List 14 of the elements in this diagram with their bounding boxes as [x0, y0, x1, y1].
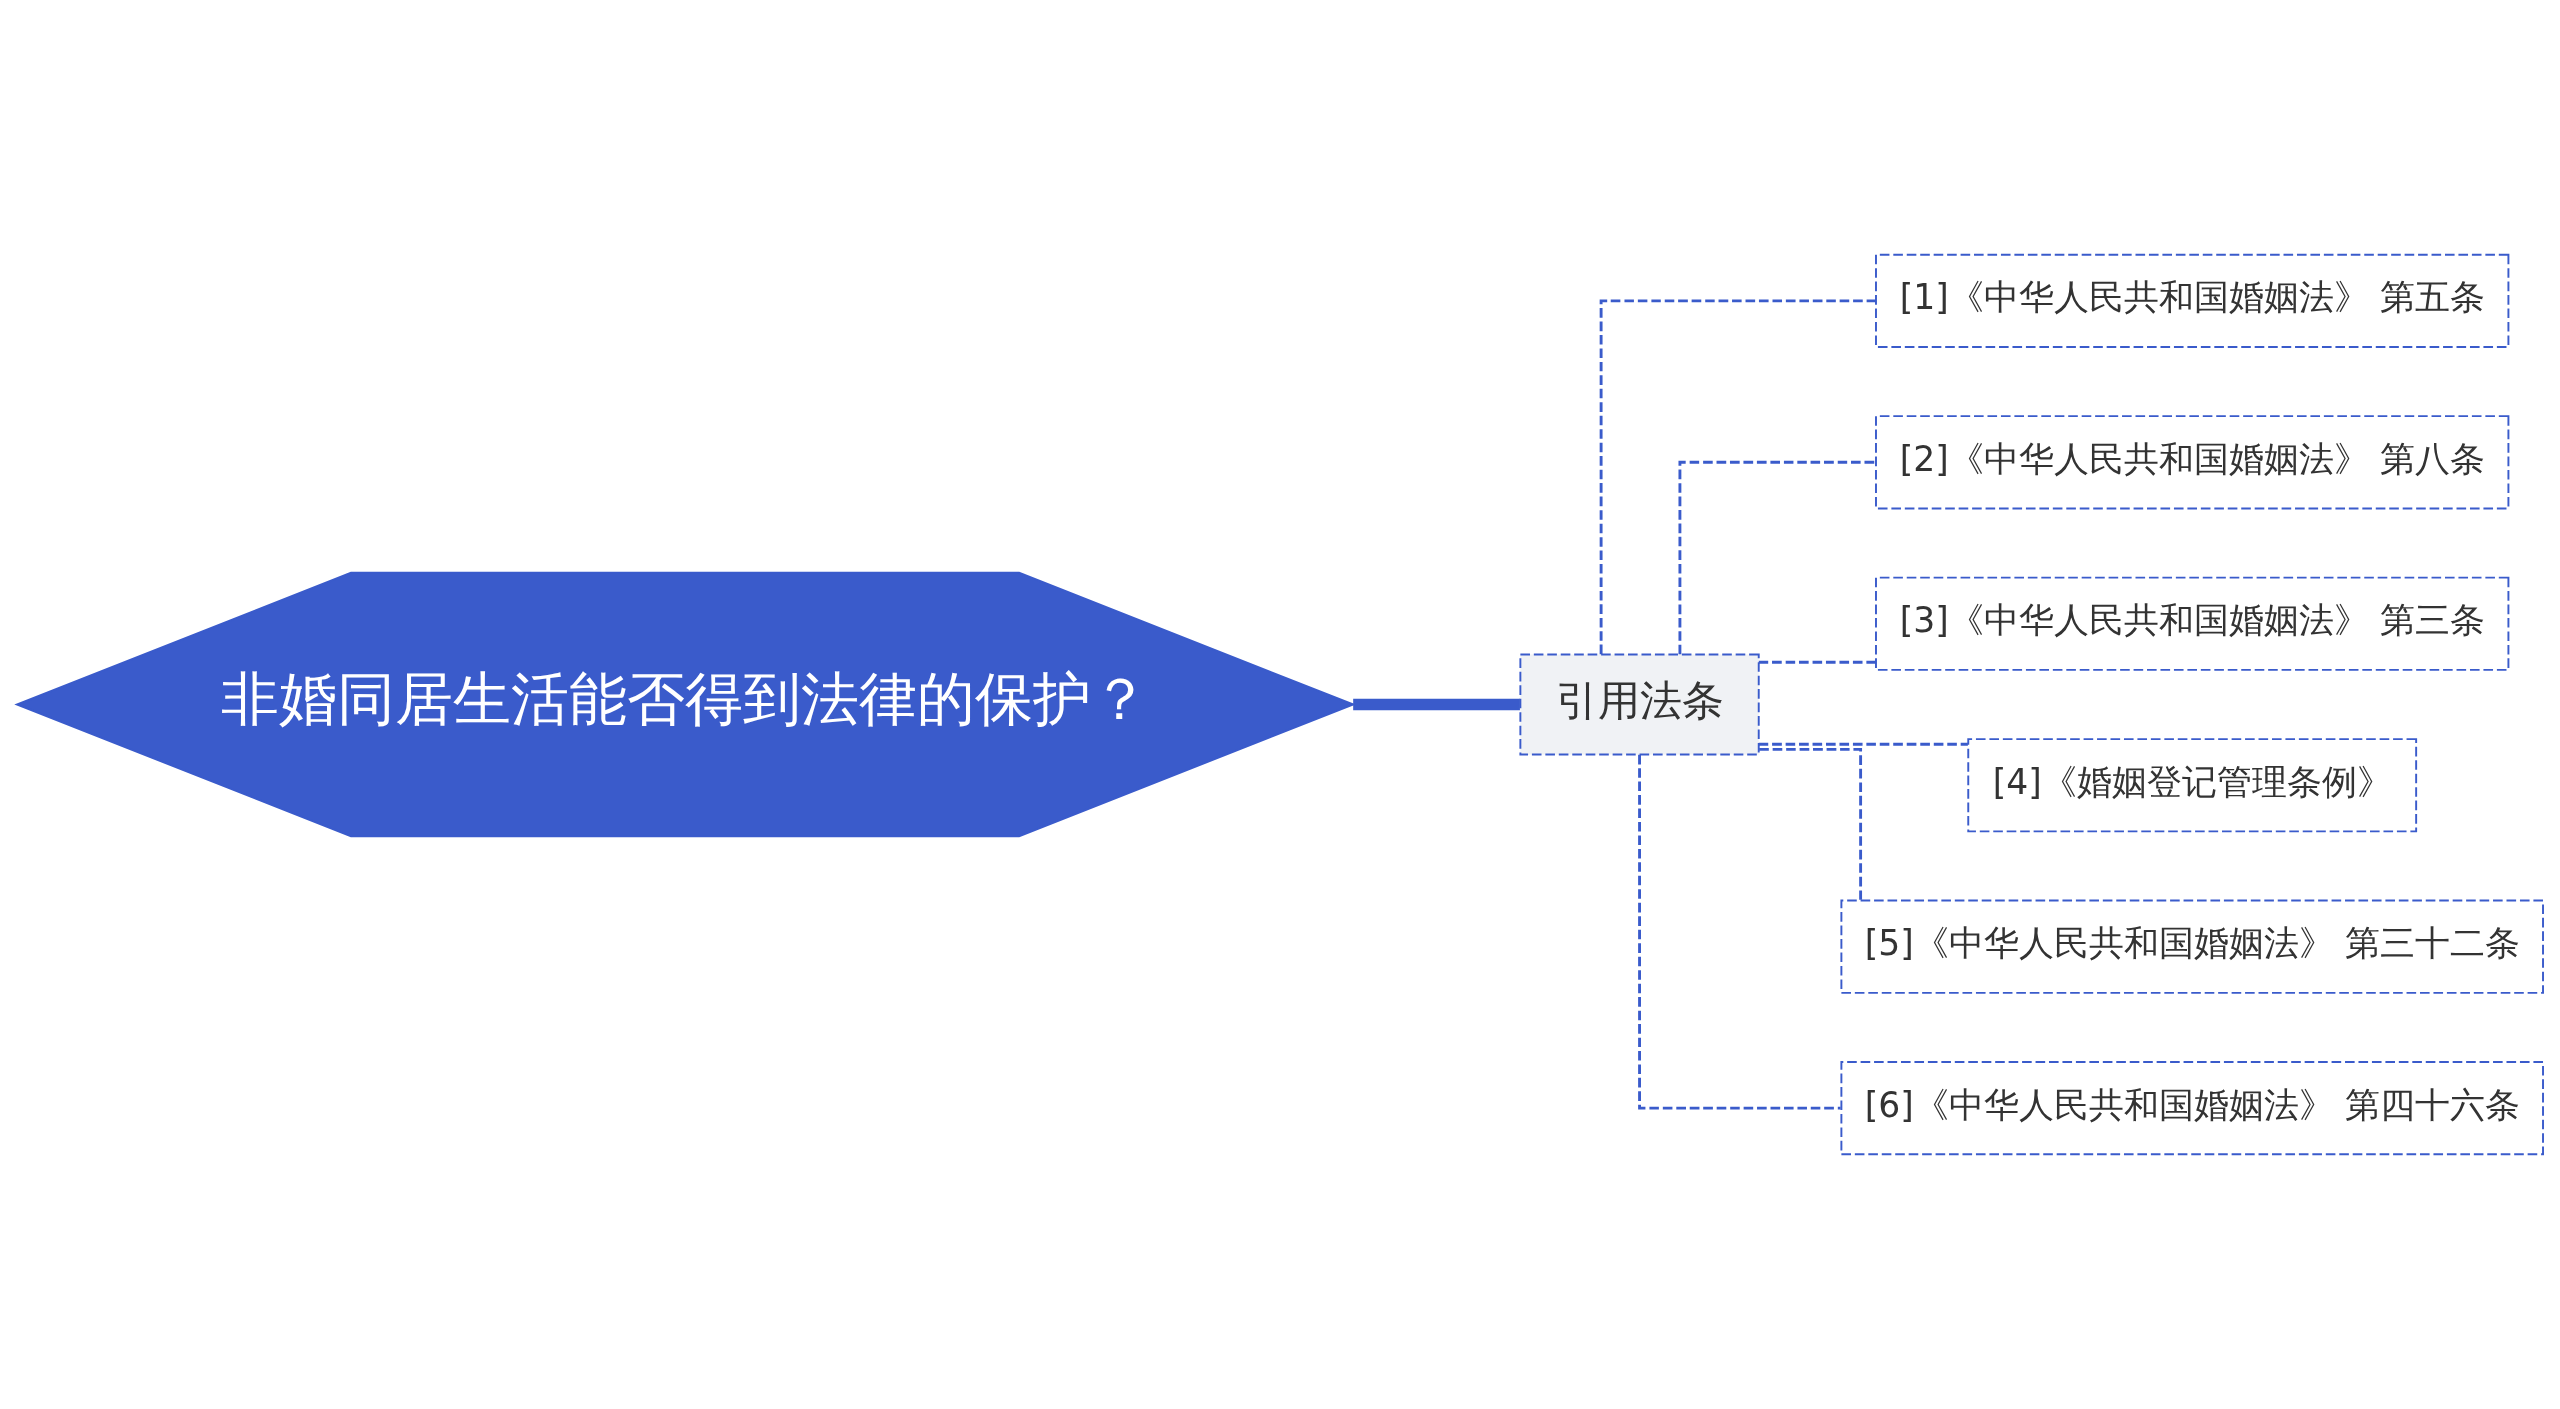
node-box: [4]《婚姻登记管理条例》 [1967, 738, 2418, 833]
connector [1638, 754, 1841, 1110]
connector [1758, 742, 1968, 746]
node-box: 引用法条 [1519, 653, 1760, 756]
node-box: [5]《中华人民共和国婚姻法》 第三十二条 [1840, 899, 2544, 994]
connector [1758, 660, 1876, 664]
connector [1353, 698, 1520, 711]
node-box: [3]《中华人民共和国婚姻法》 第三条 [1875, 576, 2510, 671]
connector [1678, 460, 1876, 655]
connector [1599, 299, 1876, 655]
node-box: [6]《中华人民共和国婚姻法》 第四十六条 [1840, 1061, 2544, 1156]
node-box: [2]《中华人民共和国婚姻法》 第八条 [1875, 415, 2510, 510]
connector [1759, 747, 1863, 901]
node-box: [1]《中华人民共和国婚姻法》 第五条 [1875, 253, 2510, 348]
